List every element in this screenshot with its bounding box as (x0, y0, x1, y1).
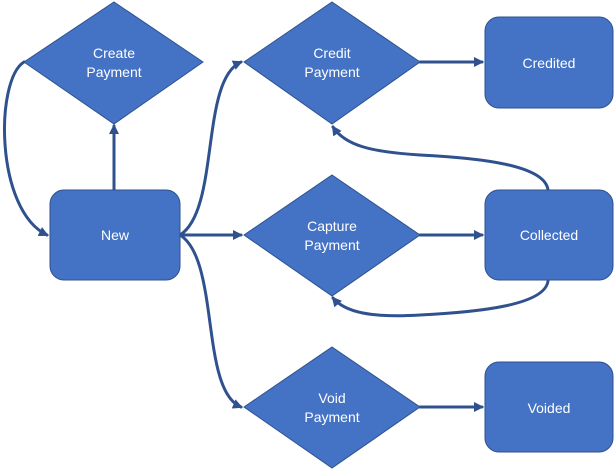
node-label-line2: Payment (304, 237, 359, 253)
edge-collected-to-credit-payment (331, 125, 550, 192)
node-capture-payment: Capture Payment (243, 174, 421, 297)
node-voided: Voided (484, 361, 614, 453)
edge-new-to-void-payment (178, 233, 243, 409)
edge-create-payment-to-new (3, 60, 49, 237)
node-create-payment: Create Payment (23, 1, 204, 125)
decision-diamond (243, 174, 421, 297)
node-label: Credited (523, 55, 576, 71)
edge-collected-to-capture-payment (331, 279, 550, 318)
decision-diamond (243, 1, 421, 125)
node-new: New (49, 189, 181, 281)
state-box (49, 189, 181, 281)
node-credited: Credited (484, 16, 614, 109)
node-label-line1: Capture (307, 218, 357, 234)
node-label: New (101, 227, 130, 243)
node-label-line1: Void (318, 390, 345, 406)
state-box (484, 189, 614, 281)
node-label-line2: Payment (304, 409, 359, 425)
node-label-line1: Credit (313, 45, 350, 61)
node-void-payment: Void Payment (243, 346, 421, 469)
node-collected: Collected (484, 189, 614, 281)
decision-diamond (243, 346, 421, 469)
node-label-line1: Create (93, 45, 135, 61)
node-label-line2: Payment (304, 64, 359, 80)
state-box (484, 361, 614, 453)
decision-diamond (23, 1, 204, 125)
node-label: Voided (528, 400, 571, 416)
edges-group (3, 57, 550, 412)
node-label-line2: Payment (86, 64, 141, 80)
edge-new-to-credit-payment (178, 60, 243, 237)
node-credit-payment: Credit Payment (243, 1, 421, 125)
node-label: Collected (520, 227, 578, 243)
state-box (484, 16, 614, 109)
